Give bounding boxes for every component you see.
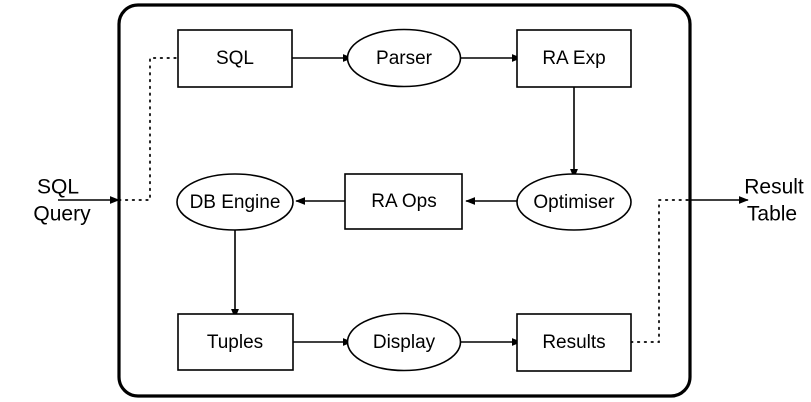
node-db-engine-ellipse — [176, 173, 294, 231]
node-results[interactable]: Results — [516, 313, 632, 372]
node-display-label: Display — [373, 332, 436, 353]
io-sql-query-line2: Query — [33, 203, 91, 226]
node-tuples-label: Tuples — [207, 332, 263, 353]
node-sql[interactable]: SQL — [177, 29, 293, 88]
io-result-table-line2: Table — [747, 203, 797, 226]
node-ra-exp[interactable]: RA Exp — [516, 29, 632, 88]
node-optimiser-ellipse — [516, 173, 632, 231]
node-results-label: Results — [542, 332, 605, 353]
node-parser-label: Parser — [376, 48, 433, 69]
node-optimiser[interactable]: Optimiser — [516, 173, 632, 231]
node-db-engine-label: DB Engine — [190, 192, 281, 213]
edge-results-to-output-dotted — [630, 199, 691, 343]
node-ra-ops[interactable]: RA Ops — [344, 173, 463, 230]
io-layer: SQL Query Result Table — [33, 176, 804, 226]
io-result-table-line1: Result — [744, 176, 804, 199]
node-parser[interactable]: Parser — [346, 28, 462, 88]
node-tuples-rect — [177, 313, 294, 371]
node-sql-label: SQL — [216, 48, 254, 69]
node-display-ellipse — [346, 312, 462, 372]
io-sql-query: SQL Query — [33, 176, 120, 226]
io-result-table: Result Table — [690, 176, 804, 226]
node-db-engine[interactable]: DB Engine — [176, 173, 294, 231]
node-tuples[interactable]: Tuples — [177, 313, 294, 371]
node-ra-exp-rect — [516, 29, 632, 88]
io-sql-query-line1: SQL — [37, 176, 79, 199]
node-layer: SQL Parser RA Exp DB Engine RA Ops — [176, 28, 632, 372]
edge-input-to-sql-dotted — [118, 57, 179, 201]
node-results-rect — [516, 313, 632, 372]
node-parser-ellipse — [346, 28, 462, 88]
node-ra-exp-label: RA Exp — [542, 48, 605, 69]
node-ra-ops-rect — [344, 173, 463, 230]
node-ra-ops-label: RA Ops — [371, 191, 436, 212]
node-display[interactable]: Display — [346, 312, 462, 372]
node-sql-rect — [177, 29, 293, 88]
edge-layer — [118, 54, 691, 346]
node-optimiser-label: Optimiser — [533, 192, 615, 213]
